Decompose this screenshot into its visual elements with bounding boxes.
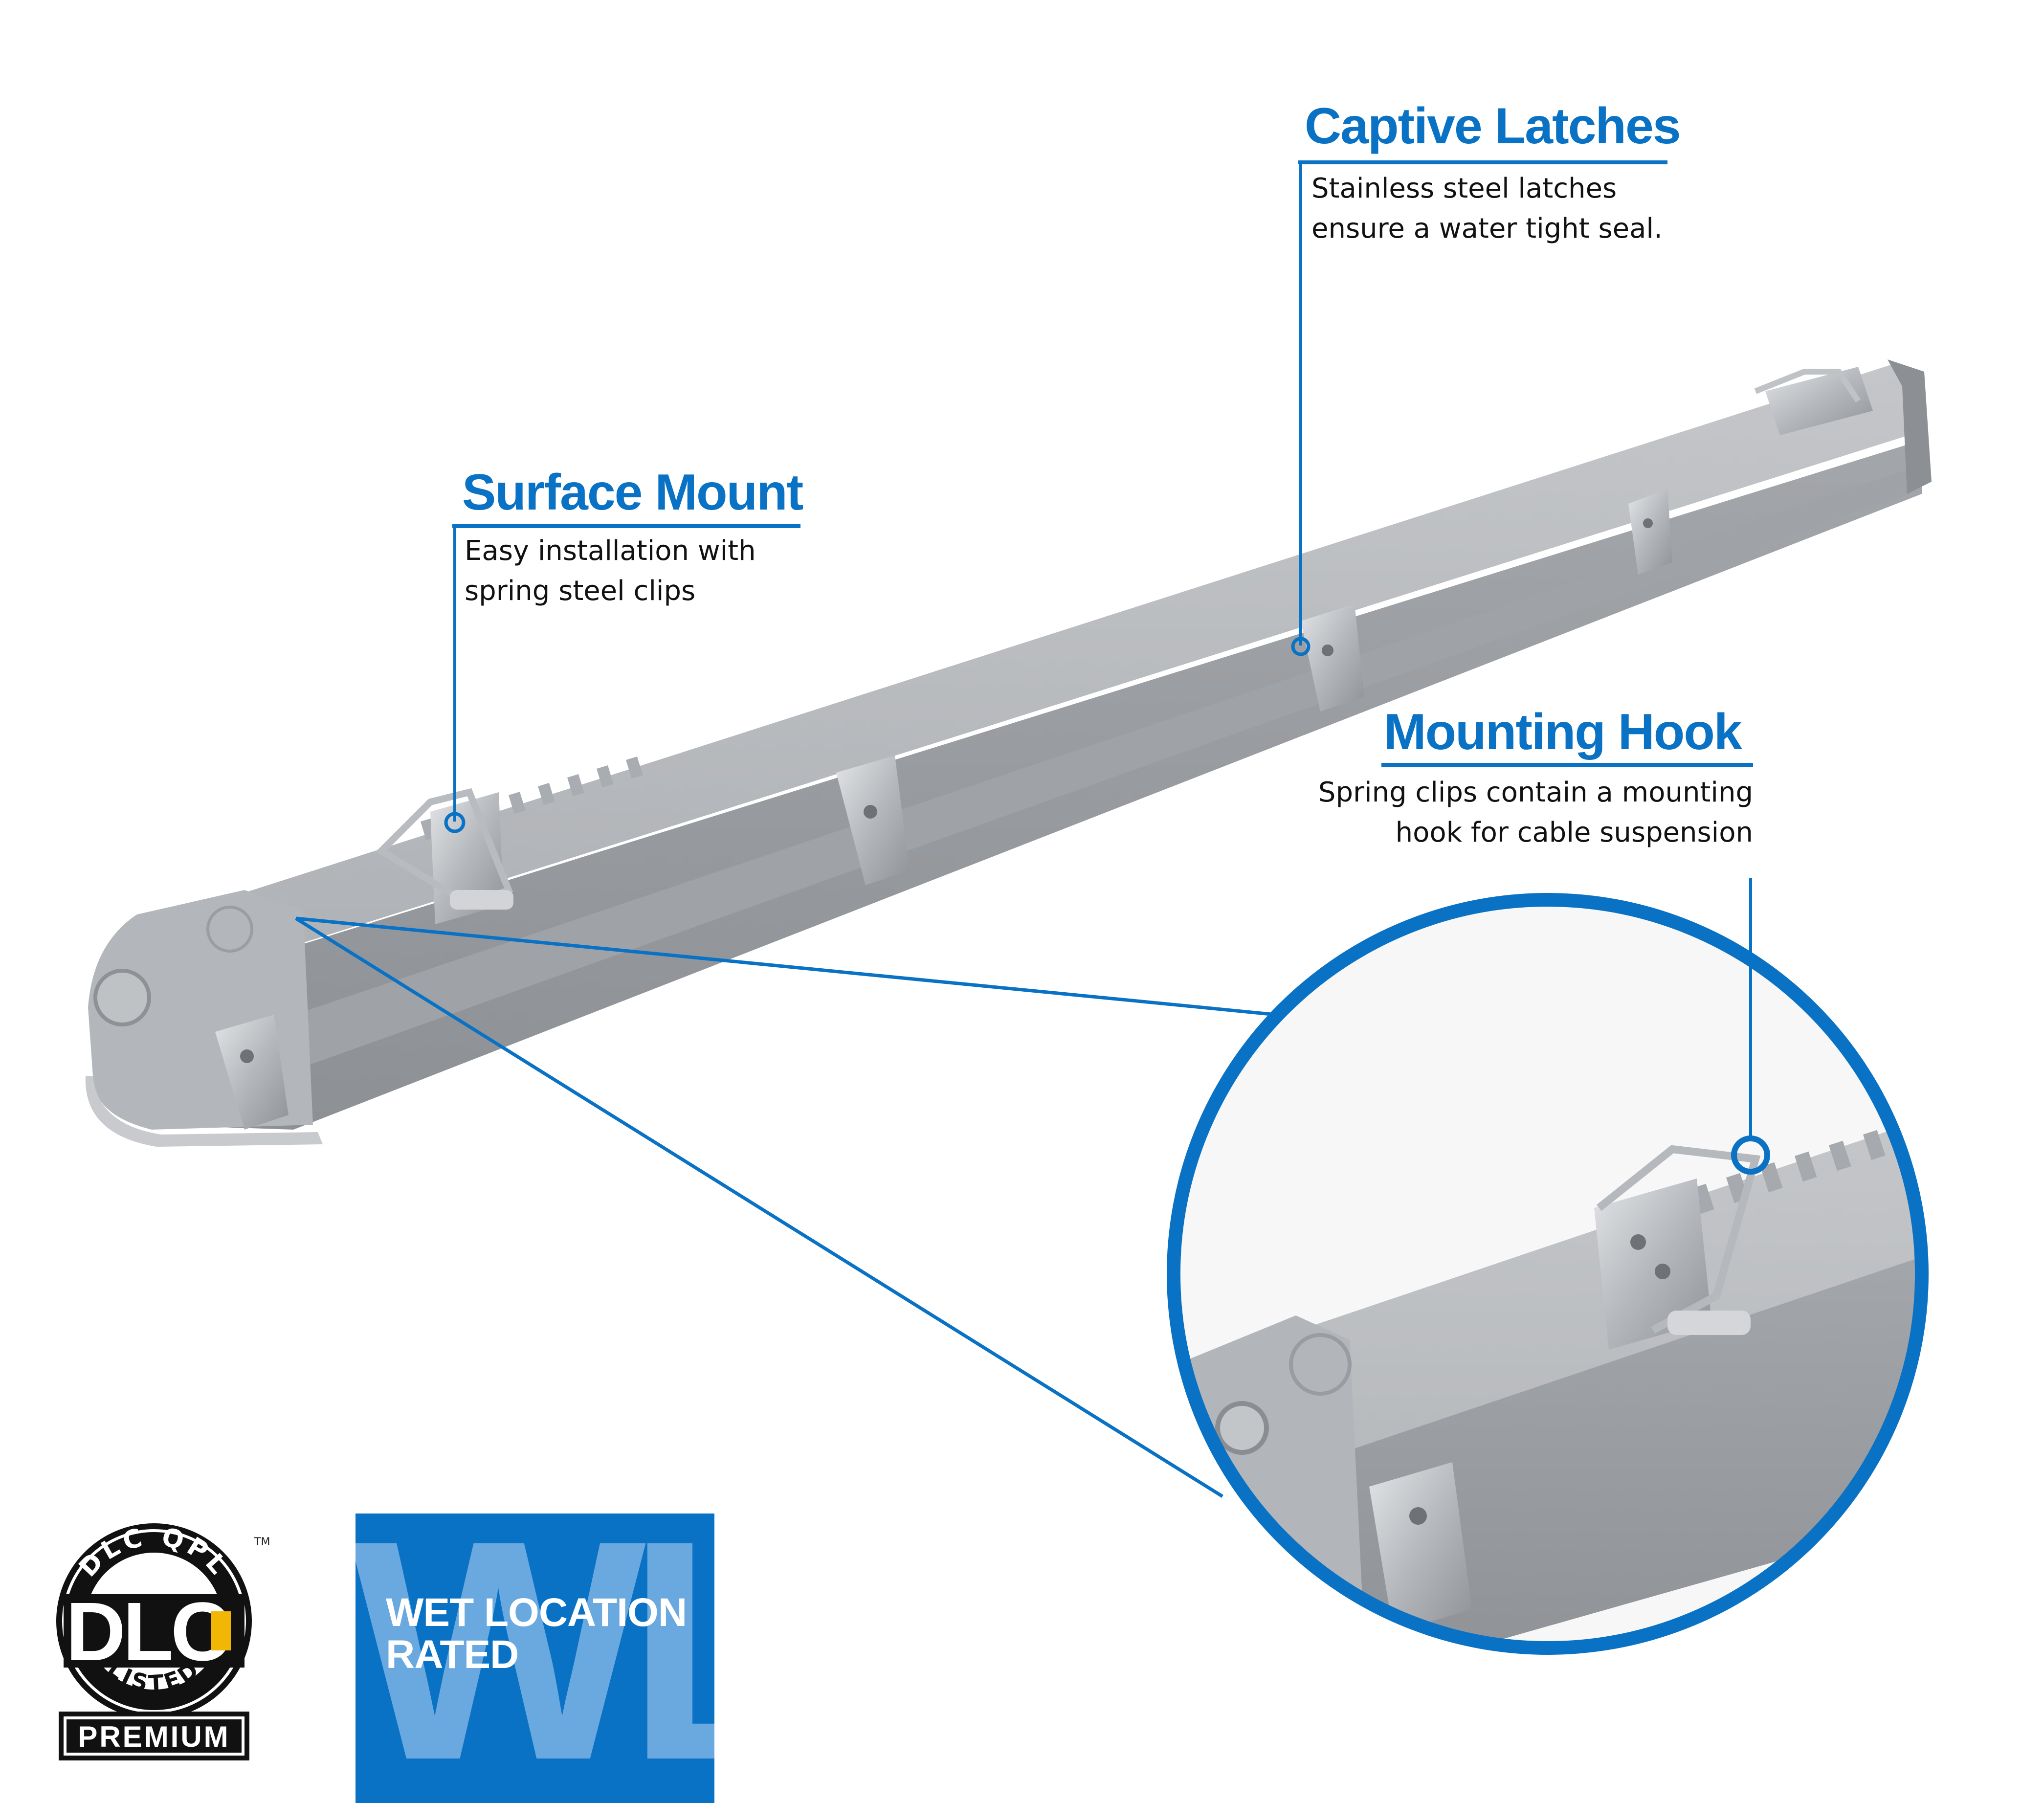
wl-large-letters: WL — [355, 1514, 714, 1803]
surface-mount-clip — [376, 788, 513, 924]
captive-latches-line-2: ensure a water tight seal. — [1311, 213, 1663, 245]
spring-clip-right — [1628, 489, 1672, 575]
dlc-trademark: TM — [254, 1536, 270, 1548]
captive-latches-title: Captive Latches — [1305, 98, 1681, 155]
spring-clip-latch — [1301, 604, 1364, 712]
wl-label-line-1: WET LOCATION — [386, 1590, 687, 1635]
mounting-hook-underline — [1381, 763, 1753, 767]
surface-mount-line-2: spring steel clips — [465, 575, 696, 607]
dlc-premium-text: PREMIUM — [78, 1720, 230, 1753]
cable-gland — [93, 969, 151, 1026]
dlc-premium-badge: DLC QPL DLC LISTED PREMIUM TM — [56, 1522, 270, 1760]
light-fixture — [85, 359, 1932, 1147]
captive-latches-line-1: Stainless steel latches — [1311, 173, 1617, 204]
detail-zoom-circle — [1167, 893, 1929, 1655]
dlc-yellow-mark — [211, 1611, 231, 1650]
surface-mount-line-1: Easy installation with — [465, 535, 756, 567]
wet-location-badge: WL WET LOCATION RATED — [355, 1514, 714, 1803]
wl-label: WET LOCATION RATED — [386, 1592, 687, 1676]
zoom-line-lower — [295, 917, 1223, 1498]
surface-mount-underline — [452, 524, 800, 528]
knockout-left — [206, 906, 253, 953]
mounting-hook-line-1: Spring clips contain a mounting — [1318, 777, 1753, 808]
wl-label-line-2: RATED — [386, 1632, 519, 1677]
surface-mount-title: Surface Mount — [462, 464, 803, 521]
mounting-hook-title: Mounting Hook — [1384, 704, 1742, 760]
fixture-right-end-cap — [1888, 359, 1932, 494]
spring-clip-left — [215, 1015, 289, 1130]
captive-latches-underline — [1298, 160, 1667, 164]
dlc-logo-text: DLC — [66, 1585, 229, 1678]
mounting-hook-line-2: hook for cable suspension — [1395, 817, 1753, 848]
fixture-lens-strip — [186, 469, 1912, 1100]
fixture-left-end-rim — [85, 1076, 323, 1147]
spring-clip-mid — [836, 756, 910, 885]
callout-leaders — [444, 161, 1770, 1175]
fixture-top-face — [142, 364, 1924, 983]
zoom-line-upper — [295, 916, 1277, 1017]
zoom-circle-border — [1167, 893, 1929, 1655]
captive-latch — [1754, 367, 1873, 435]
